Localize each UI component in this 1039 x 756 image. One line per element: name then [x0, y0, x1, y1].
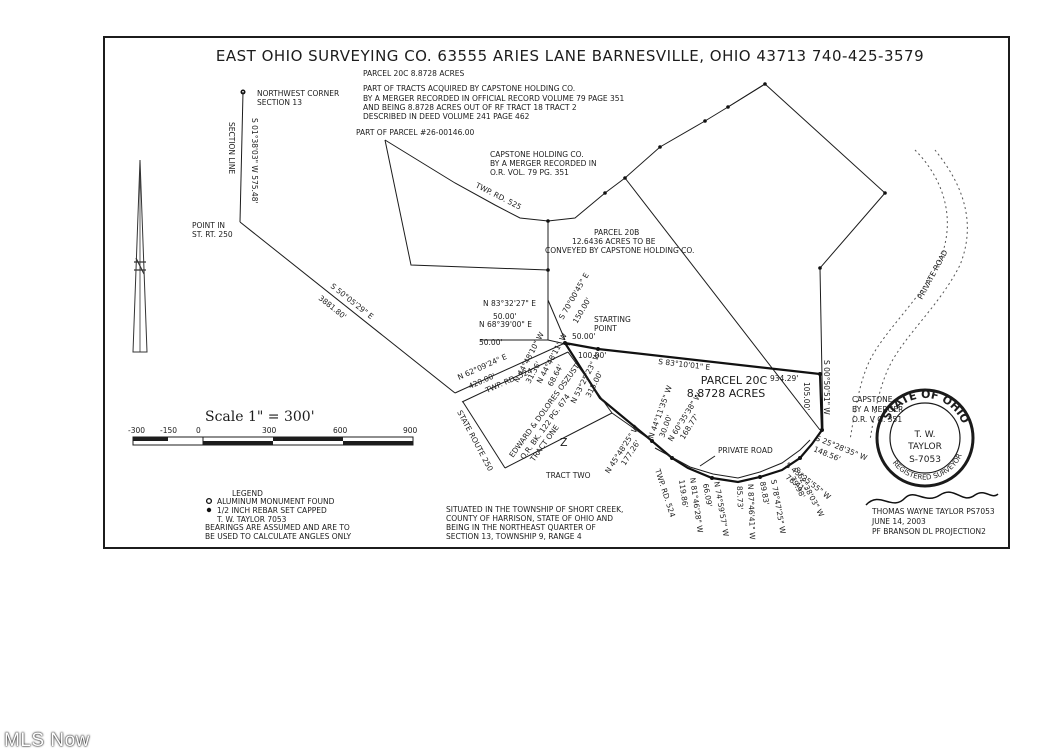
- tract-two-label: TRACT TWO: [545, 471, 591, 480]
- point-in-label: ST. RT. 250: [192, 230, 233, 239]
- call-distance: 50.00': [572, 332, 596, 341]
- bottom-calls: N 81°46'28" W 119.86' N 74°59'57" W 66.0…: [677, 434, 869, 541]
- signature-line: PF BRANSON DL PROJECTION2: [872, 527, 986, 536]
- scale-tick: 0: [196, 426, 201, 435]
- legend-item: 1/2 INCH REBAR SET CAPPED: [217, 506, 327, 515]
- nw-corner-label: SECTION 13: [257, 98, 302, 107]
- nw-corner-label: NORTHWEST CORNER: [257, 89, 339, 98]
- road-line: [454, 342, 566, 394]
- private-road-line: [654, 439, 811, 479]
- call-bearing: N 83°32'27" E: [483, 299, 536, 308]
- parcel-header-name: PARCEL 20C 8.8728 ACRES: [363, 69, 465, 78]
- seal-surname: TAYLOR: [907, 442, 942, 452]
- signature-line: THOMAS WAYNE TAYLOR PS7053: [871, 507, 995, 516]
- surveyor-seal: STATE OF OHIO T. W. TAYLOR S-7053 REGIST…: [875, 388, 975, 488]
- call-bearing: N 87°46'41" W: [746, 484, 757, 541]
- legend-note: BE USED TO CALCULATE ANGLES ONLY: [205, 532, 351, 541]
- capstone-small: O.R. V G. 351: [852, 415, 902, 424]
- seal-name: T. W.: [914, 430, 936, 440]
- parcel-desc-line: PART OF TRACTS ACQUIRED BY CAPSTONE HOLD…: [363, 84, 575, 93]
- capstone-note: BY A MERGER RECORDED IN: [490, 159, 597, 168]
- parcel-20c-label: PARCEL 20C: [701, 374, 768, 387]
- parcel-desc-line: BY A MERGER RECORDED IN OFFICIAL RECORD …: [363, 94, 625, 103]
- surveyor-signature: [865, 491, 999, 506]
- east-line-bearing: S 00°50'51" W: [822, 360, 831, 415]
- call-line: [480, 339, 571, 346]
- section-line-label: SECTION LINE: [227, 122, 236, 174]
- plat-border: [103, 36, 1010, 549]
- north-arrow-icon: [132, 159, 148, 353]
- capstone-small: BY A MERGER: [852, 405, 903, 414]
- monument-icon: [205, 497, 213, 505]
- scale-tick: 900: [403, 426, 418, 435]
- call-distance: 89.83': [758, 481, 771, 506]
- capstone-small: CAPSTONE: [852, 395, 893, 404]
- legend-item: ALUMINUM MONUMENT FOUND: [217, 497, 335, 506]
- call-bearing: N 68°39'00" E: [479, 320, 532, 329]
- parcel-desc-line: DESCRIBED IN DEED VOLUME 241 PAGE 462: [363, 112, 530, 121]
- call-bearing: S 78°47'25" W: [769, 479, 787, 535]
- legend-item: T. W. TAYLOR 7053: [216, 515, 287, 524]
- scale-tick: 300: [262, 426, 277, 435]
- capstone-note: CAPSTONE HOLDING CO.: [490, 150, 584, 159]
- north-line-bearing: S 83°10'01" E: [658, 357, 711, 372]
- section-line: [239, 91, 244, 223]
- parcel-20b-label: 12.6436 ACRES TO BE: [572, 237, 656, 246]
- section-bearing: S 01°38'03" W 575.48': [250, 118, 259, 204]
- scale-bar: [132, 436, 414, 446]
- parcel-20b-label: CONVEYED BY CAPSTONE HOLDING CO.: [545, 246, 694, 255]
- call-bearing: N 74°59'57" W: [712, 481, 731, 538]
- situated-line: SECTION 13, TOWNSHIP 9, RANGE 4: [446, 532, 582, 541]
- parcel-20b-boundary: [384, 139, 549, 271]
- starting-point-label: POINT: [594, 324, 617, 333]
- call-distance: 85.73': [735, 486, 745, 510]
- private-road-ne-label: PRIVATE ROAD: [916, 248, 950, 301]
- scale-tick: -300: [128, 426, 145, 435]
- call-distance: 50.00': [493, 312, 517, 321]
- tie-line: [239, 221, 456, 394]
- call-distance: 50.00': [479, 338, 503, 347]
- north-line-distance: 934.29': [770, 374, 798, 383]
- state-route-label: STATE ROUTE 250: [455, 409, 495, 473]
- scale-title: Scale 1" = 300': [205, 409, 315, 425]
- parcel-20b-boundary: [624, 177, 821, 431]
- parcel-20c-acres: 8.8728 ACRES: [687, 387, 766, 400]
- tract-boundary: [504, 412, 613, 469]
- east-line-distance: 105.00': [802, 382, 811, 410]
- parcel-part-of: PART OF PARCEL #26-00146.00: [356, 128, 475, 137]
- rebar-icon: [206, 507, 212, 513]
- tract-boundary: [462, 401, 506, 469]
- call-line: [547, 299, 566, 341]
- call-distance: 66.09': [701, 483, 714, 508]
- parcel-20b-label: PARCEL 20B: [594, 228, 639, 237]
- twp-rd-524-south: TWP. RD. 524: [653, 467, 677, 519]
- call-distance: 100.00': [578, 351, 606, 360]
- tract-arrow: Z: [560, 436, 568, 449]
- legend-title: LEGEND: [232, 489, 263, 498]
- scale-tick: 600: [333, 426, 348, 435]
- situated-line: SITUATED IN THE TOWNSHIP OF SHORT CREEK,: [446, 505, 623, 514]
- situated-line: BEING IN THE NORTHEAST QUARTER OF: [446, 523, 596, 532]
- signature-line: JUNE 14, 2003: [871, 517, 926, 526]
- call-distance: 119.86': [677, 479, 690, 508]
- surveyor-title: EAST OHIO SURVEYING CO. 63555 ARIES LANE…: [216, 47, 924, 65]
- private-road-pointer: [699, 455, 716, 467]
- private-road-ne: [869, 149, 968, 441]
- mls-watermark: MLS Now: [4, 730, 90, 751]
- twp-rd-525-line: [384, 83, 766, 222]
- private-road-label: PRIVATE ROAD: [718, 446, 773, 455]
- tract-boundary: [567, 351, 613, 414]
- starting-point-label: STARTING: [594, 315, 631, 324]
- parcel-desc-line: AND BEING 8.8728 ACRES OUT OF RF TRACT 1…: [363, 103, 577, 112]
- seal-number: S-7053: [909, 455, 941, 465]
- situated-line: COUNTY OF HARRISON, STATE OF OHIO AND: [446, 514, 613, 523]
- scale-tick: -150: [160, 426, 177, 435]
- survey-pins: [546, 82, 887, 272]
- legend-note: BEARINGS ARE ASSUMED AND ARE TO: [205, 523, 350, 532]
- point-in-label: POINT IN: [192, 221, 225, 230]
- capstone-note: O.R. VOL. 79 PG. 351: [490, 168, 569, 177]
- tract-boundary: [611, 412, 653, 442]
- road-line: [461, 351, 569, 403]
